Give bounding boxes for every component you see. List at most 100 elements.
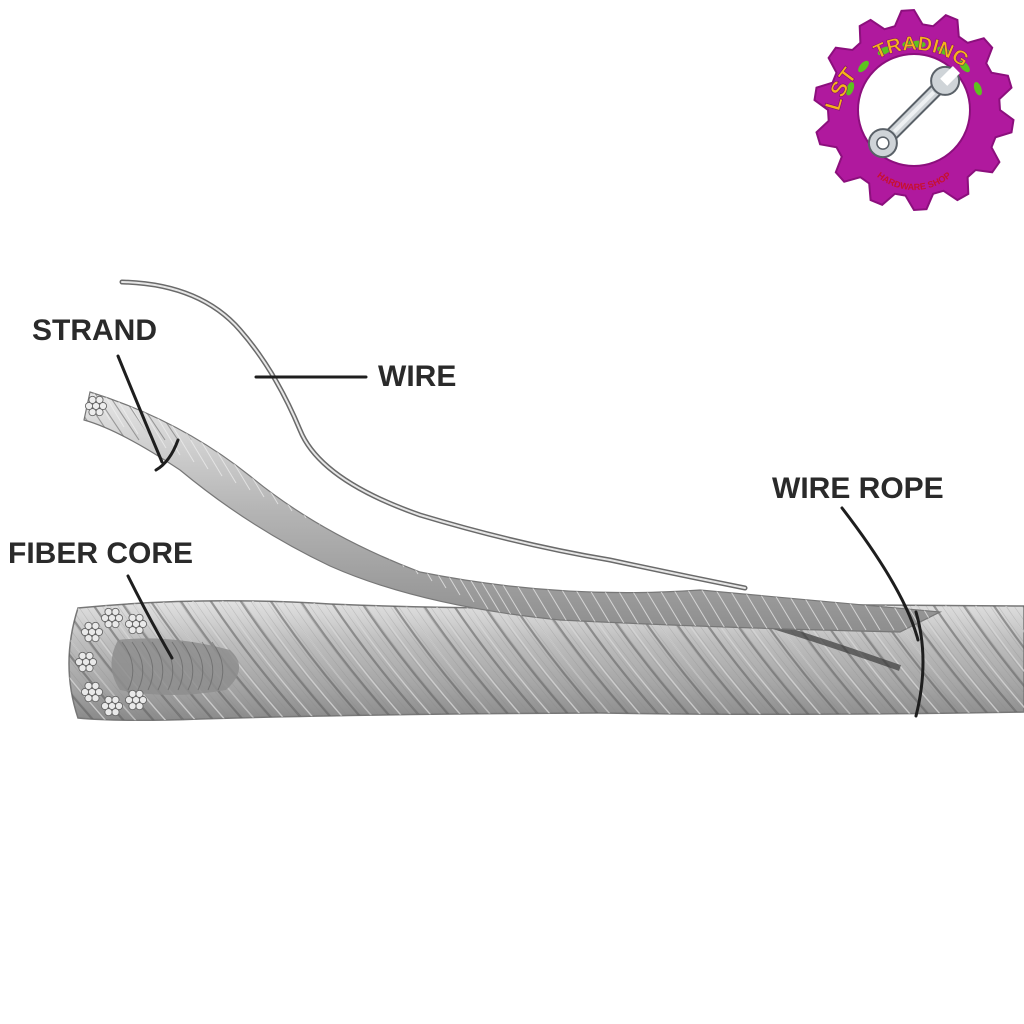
wire-cross-section — [91, 621, 100, 630]
wire-cross-section — [74, 657, 84, 667]
strand-wire-cross-section — [88, 395, 97, 404]
rope-wire-texture — [409, 600, 506, 721]
rope-wire-texture — [201, 600, 298, 721]
rope-wire-texture — [433, 600, 530, 721]
rope-lay-line — [0, 600, 35, 722]
strand-lay-line — [631, 392, 673, 441]
strand-wire-cross-section — [88, 408, 97, 417]
strand-lay-line — [462, 392, 504, 441]
rope-lay-highlight — [341, 600, 438, 721]
rope-end-face — [74, 607, 148, 717]
wire-cross-section — [100, 701, 110, 711]
rope-wire-texture — [977, 600, 1024, 721]
strand-lay-line — [930, 392, 940, 441]
rope-lay-highlight — [371, 600, 468, 721]
laurel-leaves-icon — [846, 40, 982, 96]
wire-rope — [0, 600, 1024, 722]
strand-lay-line — [8, 380, 48, 440]
rope-lay-highlight — [941, 600, 1024, 721]
rope-wire-texture — [0, 600, 1, 722]
wire-cross-section — [80, 627, 90, 637]
rope-wire-texture — [369, 600, 466, 721]
wire-cross-section — [111, 695, 120, 704]
wire-cross-section — [84, 621, 93, 630]
rope-wire-texture — [393, 600, 490, 721]
rope-wire-texture — [69, 600, 90, 721]
leader-lines — [116, 354, 925, 718]
rope-wire-texture — [265, 600, 362, 721]
rope-wire-texture — [69, 600, 106, 721]
rope-wire-texture — [233, 600, 330, 721]
rope-wire-texture — [489, 600, 586, 721]
strand-end-face — [84, 395, 108, 417]
rope-lay-line — [419, 600, 516, 721]
rope-lay-line — [69, 600, 96, 721]
wire-cross-section — [78, 651, 87, 660]
strand-lay-line — [709, 392, 751, 441]
rope-wire-texture — [993, 600, 1024, 721]
wrench-icon — [867, 65, 961, 159]
fiber-line — [191, 641, 204, 691]
strand-lay-line — [319, 392, 361, 441]
strand-lay-line — [34, 380, 74, 440]
rope-wire-texture — [0, 600, 9, 722]
wire-cross-section — [104, 708, 113, 717]
rope-wire-texture — [385, 600, 482, 721]
fiber-line — [151, 641, 164, 691]
rope-wire-texture — [417, 600, 514, 721]
rope-lay-line — [209, 600, 306, 721]
strand-lay-line — [852, 392, 894, 441]
wire-cross-section — [84, 634, 93, 643]
strand-lay-line — [540, 392, 582, 441]
wire-rope-leader-tick — [914, 610, 925, 718]
rope-lay-highlight — [401, 600, 498, 721]
strand-lay-line — [553, 392, 595, 441]
wire-cross-section — [135, 613, 144, 622]
rope-wire-texture — [69, 600, 98, 721]
leaf-icon — [959, 60, 970, 73]
rope-wire-texture — [441, 600, 538, 721]
fiber-line — [131, 641, 144, 691]
fiber-line — [171, 641, 184, 691]
rope-wire-texture — [329, 600, 426, 721]
rope-wire-texture — [297, 600, 394, 721]
rope-lay-highlight — [281, 600, 378, 721]
rope-wire-texture — [361, 600, 458, 721]
strand-lay-line — [957, 380, 997, 440]
leaf-icon — [858, 60, 869, 73]
rope-wire-texture — [377, 600, 474, 721]
wire-cross-section — [124, 619, 134, 629]
rope-lay-highlight — [491, 600, 588, 721]
rope-wire-texture — [273, 600, 370, 721]
callout-labels: STRAND WIRE WIRE ROPE FIBER CORE — [8, 314, 944, 570]
rope-lay-highlight — [431, 600, 528, 721]
rope-lay-highlight — [69, 600, 78, 721]
label-strand: STRAND — [32, 314, 157, 347]
wire-cross-section — [80, 687, 90, 697]
wire-cross-section — [128, 702, 137, 711]
strand-lay-line — [761, 392, 803, 441]
strand-lay-line — [944, 380, 984, 440]
rope-wire-texture — [289, 600, 386, 721]
wire-cross-section — [138, 619, 148, 629]
rope-wire-texture — [945, 600, 1024, 721]
strand-lay-line — [839, 392, 881, 441]
strand-lay-line — [514, 392, 556, 441]
wire-cross-section — [84, 681, 93, 690]
fiber-line — [181, 641, 194, 691]
strand-lay-line — [332, 392, 374, 441]
strand-lay-line — [878, 392, 920, 441]
wire-cross-section — [94, 687, 104, 697]
strand-lay-line — [670, 392, 712, 441]
strand-lay-line — [644, 392, 686, 441]
rope-wire-texture — [985, 600, 1024, 721]
wire-cross-section — [135, 689, 144, 698]
logo: LST TRADING HARDWARE SHOP — [813, 8, 1015, 212]
wire-highlight — [121, 281, 746, 589]
rope-lay-line — [479, 600, 576, 721]
strand-lay-line — [917, 392, 940, 441]
wire-rope-leader-line — [840, 506, 920, 642]
rope-wire-texture — [449, 600, 546, 721]
rope-wire-texture — [257, 600, 354, 721]
